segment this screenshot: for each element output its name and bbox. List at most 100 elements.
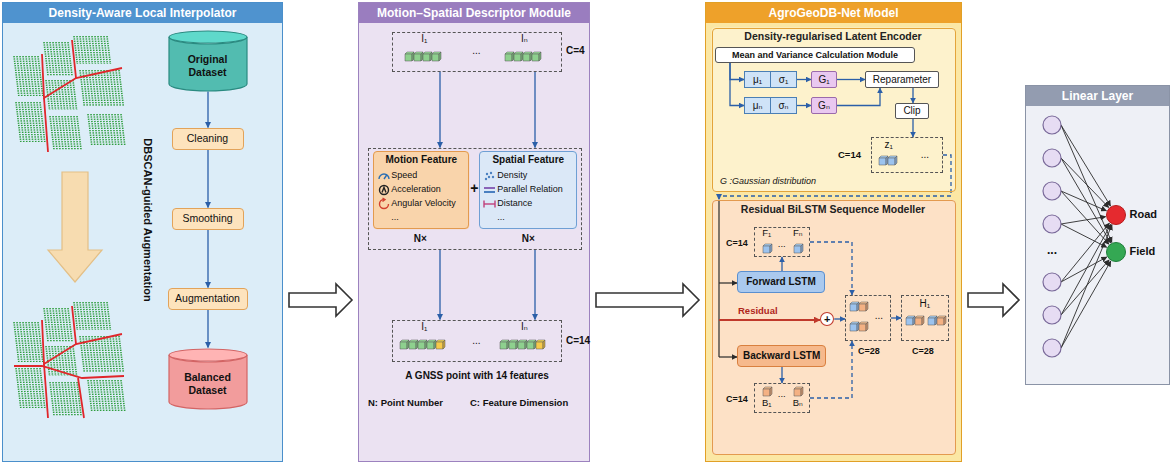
ellipsis-label: ... bbox=[1047, 244, 1057, 258]
flow-arrow bbox=[207, 310, 208, 348]
node-item: Bₙ bbox=[793, 398, 803, 409]
gnss-map bbox=[73, 346, 77, 376]
feature-cube bbox=[434, 340, 436, 349]
gnss-map bbox=[98, 302, 101, 330]
gnss-map bbox=[89, 36, 92, 64]
statistic-cell: μₙσₙ bbox=[744, 97, 797, 114]
feature-cube bbox=[527, 342, 534, 349]
augmentation-arrow bbox=[48, 172, 102, 282]
feature-cube bbox=[850, 302, 859, 311]
feature-icon bbox=[483, 201, 484, 208]
gnss-map bbox=[16, 102, 21, 142]
flow-arrow bbox=[797, 79, 811, 80]
gaussian-box: Gₙ bbox=[811, 97, 837, 114]
gnss-map bbox=[42, 320, 122, 364]
node-label: B₁ bbox=[762, 398, 772, 409]
feature-cube bbox=[935, 316, 937, 325]
gnss-map bbox=[70, 80, 74, 110]
feature-cube bbox=[423, 54, 430, 61]
feature-cube bbox=[427, 340, 436, 349]
gnss-map bbox=[95, 302, 98, 330]
feature-cube bbox=[850, 304, 857, 311]
feature-cube bbox=[794, 246, 801, 253]
feature-cube bbox=[850, 322, 859, 331]
gnss-map bbox=[77, 302, 80, 330]
gnss-map bbox=[37, 368, 42, 408]
node-label: Clip bbox=[903, 105, 920, 117]
feature-cube bbox=[418, 342, 425, 349]
gnss-map bbox=[72, 40, 76, 78]
illustration bbox=[14, 36, 1112, 418]
feature-cube bbox=[915, 316, 924, 325]
dimension-label: C=14 bbox=[566, 335, 590, 347]
panel-title: AgroGeoDB-Net Model bbox=[706, 3, 961, 23]
dataset-cylinder: Original Dataset bbox=[168, 30, 248, 92]
neuron bbox=[1061, 217, 1106, 224]
node-item: Speed bbox=[391, 170, 417, 180]
node-label: I₁ bbox=[421, 321, 427, 333]
neuron bbox=[1043, 339, 1061, 357]
gnss-map bbox=[22, 102, 27, 142]
gnss-map bbox=[92, 302, 95, 330]
feature-cube bbox=[857, 322, 859, 331]
node-item: ... bbox=[472, 45, 480, 57]
feature-cube bbox=[906, 316, 915, 325]
feature-cube bbox=[518, 342, 525, 349]
node-label: Field bbox=[1130, 245, 1156, 258]
feature-cube bbox=[427, 342, 434, 349]
feature-cube bbox=[536, 342, 543, 349]
gnss-map bbox=[78, 378, 84, 418]
feature-cube bbox=[532, 54, 539, 61]
gnss-map bbox=[16, 368, 21, 408]
feature-cube bbox=[500, 340, 509, 349]
feature-cube bbox=[763, 246, 770, 253]
feature-cube bbox=[525, 340, 527, 349]
latent-group: z₁... bbox=[871, 137, 943, 173]
node-label: Motion Feature bbox=[385, 154, 457, 166]
bilstm-input-wire bbox=[719, 282, 737, 283]
output-neuron: Road bbox=[1106, 205, 1126, 225]
feature-cube bbox=[879, 156, 888, 165]
feature-cube bbox=[523, 54, 530, 61]
gaussian-box: G₁ bbox=[811, 71, 837, 88]
gnss-map bbox=[37, 102, 42, 142]
feature-cube bbox=[443, 340, 445, 349]
gnss-map bbox=[80, 36, 83, 64]
feature-cube bbox=[859, 304, 866, 311]
feature-group: I₁...Iₙ bbox=[392, 320, 562, 362]
flow-arrow bbox=[837, 88, 880, 106]
feature-cube bbox=[407, 340, 409, 349]
feature-icon bbox=[382, 188, 386, 193]
feature-cube bbox=[412, 52, 414, 61]
feature-cube bbox=[512, 52, 514, 61]
process-box: Clip bbox=[895, 103, 929, 119]
feature-cube bbox=[521, 52, 523, 61]
node-item: Iₙ bbox=[521, 33, 528, 45]
feature-cube bbox=[400, 340, 409, 349]
neuron bbox=[1061, 224, 1111, 315]
node-label: + bbox=[470, 180, 478, 196]
bilstm-input-wire bbox=[718, 200, 719, 357]
process-box: Augmentation bbox=[168, 288, 248, 310]
feature-cube bbox=[866, 302, 868, 311]
node-item: σₙ bbox=[770, 98, 796, 113]
neuron bbox=[1061, 257, 1107, 282]
node-label: ... bbox=[875, 310, 883, 322]
feature-cube bbox=[801, 387, 803, 396]
dimension-label: C=28 bbox=[858, 346, 880, 356]
feature-cube bbox=[539, 52, 541, 61]
feature-cube bbox=[436, 342, 443, 349]
gnss-map bbox=[32, 56, 37, 96]
feature-cube bbox=[937, 318, 944, 325]
feature-cube bbox=[543, 340, 545, 349]
gnss-map bbox=[77, 116, 81, 150]
node-item: Iₙ bbox=[521, 321, 528, 333]
feature-icon bbox=[492, 176, 494, 178]
stage-arrow bbox=[968, 284, 1019, 316]
gnss-map bbox=[17, 322, 22, 362]
gnss-map bbox=[23, 56, 28, 96]
feature-cube bbox=[509, 342, 516, 349]
panel-fill bbox=[705, 2, 962, 462]
feature-icon bbox=[488, 176, 490, 178]
